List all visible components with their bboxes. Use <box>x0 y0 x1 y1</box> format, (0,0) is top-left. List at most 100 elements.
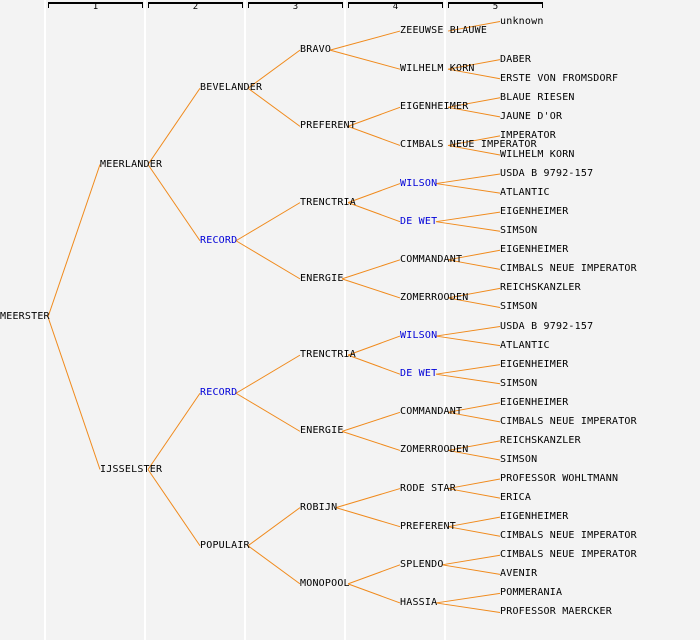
pedigree-node-gen4: DE WET <box>400 215 438 227</box>
pedigree-node-gen5: ATLANTIC <box>500 187 550 199</box>
generation-header-bracket <box>248 2 343 8</box>
pedigree-link <box>435 221 501 232</box>
pedigree-node-gen5: WILHELM KORN <box>500 148 575 160</box>
pedigree-node-gen5: ERICA <box>500 492 532 504</box>
pedigree-node-gen5: CIMBALS NEUE IMPERATOR <box>500 263 637 275</box>
pedigree-link <box>447 287 501 299</box>
pedigree-link <box>447 516 501 528</box>
pedigree-node-gen4: EIGENHEIMER <box>400 101 469 113</box>
pedigree-node-gen5: IMPERATOR <box>500 129 556 141</box>
pedigree-link <box>447 402 501 413</box>
pedigree-node-gen1: MEERLANDER <box>100 158 163 170</box>
pedigree-link <box>347 335 401 356</box>
pedigree-link <box>447 526 501 537</box>
pedigree-link <box>329 30 401 51</box>
pedigree-node-gen5: PROFESSOR WOHLTMANN <box>500 473 619 485</box>
pedigree-link <box>447 488 501 499</box>
pedigree-node-gen4: RODE STAR <box>400 482 456 494</box>
pedigree-link <box>235 240 301 280</box>
pedigree-link <box>447 249 501 261</box>
pedigree-node-gen3: ENERGIE <box>300 272 344 284</box>
pedigree-link <box>247 545 301 585</box>
pedigree-node-gen5: EIGENHEIMER <box>500 511 569 523</box>
generation-header-5: 5 <box>492 2 499 12</box>
pedigree-node-gen5: EIGENHEIMER <box>500 396 569 408</box>
generation-header-4: 4 <box>392 2 399 12</box>
generation-header-3: 3 <box>292 2 299 12</box>
pedigree-node-gen3: ROBIJN <box>300 501 338 513</box>
pedigree-node-gen5: PROFESSOR MAERCKER <box>500 606 612 618</box>
pedigree-node-gen5: CIMBALS NEUE IMPERATOR <box>500 549 637 561</box>
pedigree-link <box>447 21 501 32</box>
pedigree-link <box>147 87 201 165</box>
pedigree-link <box>147 469 201 547</box>
pedigree-node-gen0: MEERSTER <box>0 311 50 322</box>
pedigree-link <box>341 278 401 299</box>
pedigree-link <box>329 49 401 70</box>
pedigree-node-gen2: BEVELANDER <box>200 82 263 94</box>
pedigree-node-gen5: EIGENHEIMER <box>500 244 569 256</box>
column-separator <box>344 0 346 640</box>
pedigree-node-gen5: ATLANTIC <box>500 339 550 351</box>
pedigree-node-gen3: ENERGIE <box>300 425 344 437</box>
pedigree-link <box>347 583 401 604</box>
pedigree-node-gen2: RECORD <box>200 387 238 399</box>
pedigree-link <box>435 602 501 613</box>
pedigree-link <box>435 173 501 185</box>
pedigree-link <box>441 554 501 566</box>
pedigree-node-gen4: WILSON <box>400 177 438 189</box>
pedigree-link <box>347 106 401 127</box>
pedigree-link <box>435 211 501 223</box>
column-separator <box>44 0 46 640</box>
pedigree-link <box>47 164 101 318</box>
pedigree-node-gen1: IJSSELSTER <box>100 463 163 475</box>
pedigree-node-gen4: ZEEUWSE BLAUWE <box>400 25 488 37</box>
pedigree-node-gen4: ZOMERROODEN <box>400 444 469 456</box>
pedigree-link <box>47 316 101 470</box>
pedigree-link <box>447 478 501 490</box>
pedigree-node-gen4: PREFERENT <box>400 520 456 532</box>
pedigree-node-gen5: EIGENHEIMER <box>500 206 569 218</box>
pedigree-link <box>447 259 501 270</box>
pedigree-node-gen5: unknown <box>500 15 544 27</box>
pedigree-link <box>347 354 401 375</box>
generation-header-2: 2 <box>192 2 199 12</box>
pedigree-node-gen3: TRENCTRIA <box>300 349 356 361</box>
pedigree-link <box>447 97 501 108</box>
pedigree-node-gen4: COMMANDANT <box>400 406 463 418</box>
pedigree-link <box>435 364 501 375</box>
pedigree-link <box>341 259 401 280</box>
pedigree-node-gen5: POMMERANIA <box>500 587 563 599</box>
generation-header-bracket <box>448 2 543 8</box>
generation-header-bracket <box>48 2 143 8</box>
pedigree-link <box>447 449 501 461</box>
pedigree-node-gen5: REICHSKANZLER <box>500 282 581 294</box>
pedigree-link <box>447 135 501 146</box>
pedigree-link <box>235 202 301 242</box>
pedigree-link <box>235 392 301 432</box>
generation-header-bracket <box>348 2 443 8</box>
pedigree-link <box>435 592 501 604</box>
pedigree-node-gen5: EIGENHEIMER <box>500 358 569 370</box>
pedigree-link <box>447 106 501 118</box>
pedigree-link <box>435 335 501 347</box>
pedigree-node-gen5: CIMBALS NEUE IMPERATOR <box>500 415 637 427</box>
pedigree-link <box>435 326 501 337</box>
pedigree-link <box>247 87 301 127</box>
pedigree-node-gen5: CIMBALS NEUE IMPERATOR <box>500 530 637 542</box>
column-separator <box>244 0 246 640</box>
pedigree-link <box>335 488 401 509</box>
pedigree-node-gen2: RECORD <box>200 234 238 246</box>
pedigree-node-gen5: DABER <box>500 53 532 65</box>
pedigree-node-gen4: DE WET <box>400 368 438 380</box>
pedigree-node-gen5: USDA B 9792-157 <box>500 168 594 180</box>
pedigree-link <box>347 564 401 585</box>
pedigree-node-gen3: MONOPOOL <box>300 577 350 589</box>
pedigree-node-gen4: SPLENDO <box>400 558 444 570</box>
pedigree-link <box>147 164 201 242</box>
pedigree-link <box>247 507 301 547</box>
pedigree-link <box>341 411 401 432</box>
pedigree-link <box>341 430 401 451</box>
